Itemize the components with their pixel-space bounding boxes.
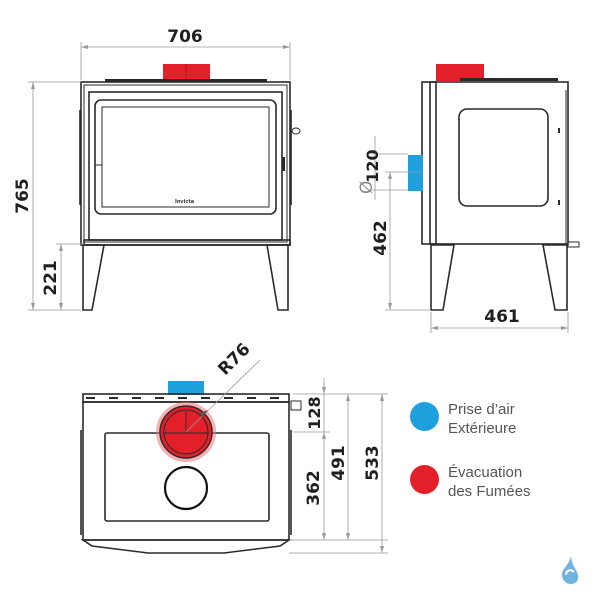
front-view: 706 Invicta 765 — [13, 27, 301, 311]
side-view: 120 Ø 462 461 — [357, 64, 580, 333]
dim-491-label: 491 — [329, 445, 349, 481]
legend-label-line1: Évacuation — [448, 464, 523, 481]
flue-outlet-side — [436, 64, 484, 81]
dim-533-label: 533 — [363, 445, 383, 481]
flue-radius-label: R76 — [214, 339, 254, 379]
air-inlet-top — [168, 381, 204, 395]
air-inlet-side — [408, 155, 423, 191]
legend-label-line2: des Fumées — [448, 483, 531, 500]
ash-pan-circle — [163, 465, 209, 511]
depth-dimension-label: 461 — [484, 307, 520, 327]
leg-height-dimension-label: 221 — [41, 260, 61, 296]
legend-label-line1: Prise d’air — [448, 401, 515, 418]
height-dimension-label: 765 — [13, 178, 33, 214]
flue-outlet-front — [163, 64, 210, 80]
air-inlet-diameter-label: 120 — [363, 149, 382, 182]
inlet-height-dimension-label: 462 — [371, 220, 391, 256]
red-dot-icon — [410, 465, 439, 494]
diameter-symbol: Ø — [357, 181, 377, 194]
brand-logo: Invicta — [175, 199, 194, 205]
blue-dot-icon — [410, 402, 439, 431]
top-view: R76 128 362 491 533 — [80, 339, 388, 554]
width-dimension-label: 706 — [167, 27, 203, 47]
legend-label-line2: Extérieure — [448, 420, 517, 437]
dim-362-label: 362 — [304, 470, 324, 506]
flue-offset-dimension-label: 128 — [305, 396, 324, 429]
water-drop-icon — [562, 556, 579, 584]
